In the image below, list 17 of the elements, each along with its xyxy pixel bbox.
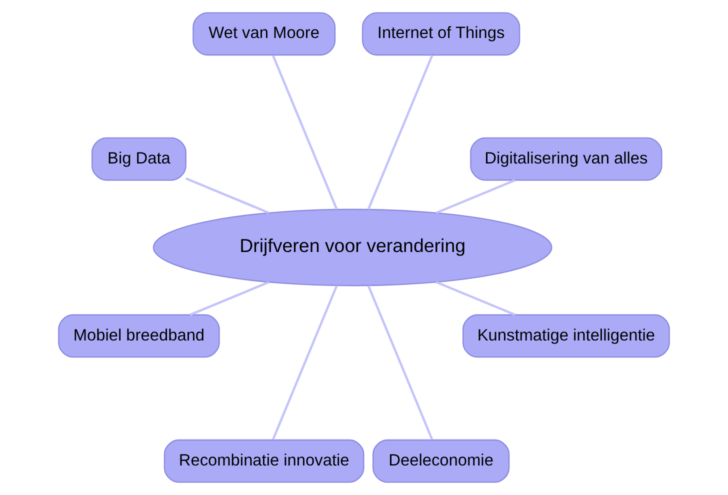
node-box: Big Data bbox=[92, 137, 186, 181]
node-ellipse: Drijfveren voor verandering bbox=[152, 208, 552, 286]
connector bbox=[367, 285, 434, 440]
node-box: Deeleconomie bbox=[372, 439, 510, 483]
connector bbox=[436, 281, 516, 316]
node-box: Recombinatie innovatie bbox=[164, 439, 364, 483]
connector bbox=[185, 177, 270, 214]
node-box: Wet van Moore bbox=[192, 12, 336, 56]
connector bbox=[272, 285, 338, 440]
connector bbox=[190, 281, 270, 316]
node-box: Kunstmatige intelligentie bbox=[462, 314, 670, 358]
node-box: Mobiel breedband bbox=[58, 314, 220, 358]
connector bbox=[367, 55, 434, 210]
connector bbox=[436, 179, 516, 214]
node-box: Internet of Things bbox=[362, 12, 520, 56]
node-box: Digitalisering van alles bbox=[470, 137, 662, 181]
connector bbox=[272, 55, 338, 210]
